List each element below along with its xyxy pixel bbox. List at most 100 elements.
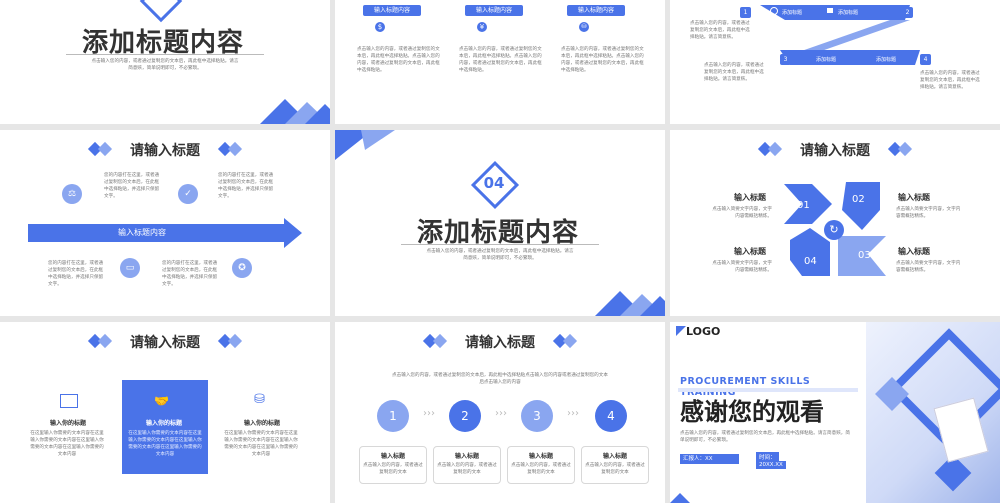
megaphone-icon — [827, 8, 833, 13]
highlight-card — [122, 380, 208, 474]
scale-icon: ⚖ — [62, 184, 82, 204]
slide-thumbnail-5[interactable]: 04 添加标题内容 点击输入您的内容，或者通过复制您的文本后，再此框中选择粘贴。… — [335, 130, 665, 316]
coins-icon: ⛁ — [254, 392, 265, 407]
slide-title: 请输入标题 — [130, 335, 200, 351]
refresh-icon: ↻ — [824, 220, 844, 240]
step-card-3 — [507, 446, 575, 484]
number-badge-diamond — [139, 0, 183, 23]
step-circle-3: 3 — [521, 400, 553, 432]
gear-icon — [770, 7, 778, 15]
chevron-right-icon: ››› — [495, 408, 507, 419]
cycle-num-2: 02 — [852, 194, 865, 205]
title-diamond-left-2 — [767, 141, 783, 157]
tag-1: 添加标题 — [782, 10, 803, 16]
item-text-2: 点击输入您的内容，或者通过复制您的文本后，再此框中选择粘贴。点击输入您的内容，或… — [459, 47, 542, 73]
step-card-1 — [359, 446, 427, 484]
item-text-1: 点击输入简要文字内容，文字内容需概括精炼。 — [712, 207, 772, 219]
slide-title: 请输入标题 — [800, 143, 870, 159]
time-value: 20XX.XX — [756, 461, 786, 469]
step-text-2: 点击输入您的内容，或者通过复制您的文本 — [437, 463, 497, 475]
item-head-3: 输入标题 — [734, 247, 766, 256]
title-pill-1: 输入标题内容 — [363, 5, 421, 16]
slide-thumbnail-8[interactable]: 请输入标题 点击输入您的内容，或者通过复制您的文本后，再此框中选择粘贴点击输入您… — [335, 322, 665, 503]
timeline-label: 输入标题内容 — [118, 228, 166, 237]
time-label: 时间： — [756, 452, 779, 462]
slide-thumbnail-3[interactable]: 添加标题 添加标题 添加标题 添加标题 1 2 3 4 点击输入您的内容，或者通… — [670, 0, 1000, 124]
item-text-1: 点击输入您的内容，或者通过复制您的文本后，再此框中选择粘贴。点击输入您的内容，或… — [357, 47, 440, 73]
yen-icon: ¥ — [477, 22, 487, 32]
col-text-3: 在这里输入你需要的文本内容在这里输入你需要的文本内容在这里输入你需要的文本内容在… — [224, 431, 298, 457]
item-head-4: 输入标题 — [898, 247, 930, 256]
z-shape-graphic — [760, 5, 920, 65]
check-icon: ✓ — [178, 184, 198, 204]
slide-thumbnail-7[interactable]: 请输入标题 🤝 ⛁ 输入你的标题 在这里输入你需要的文本内容在这里输入你需要的文… — [0, 322, 330, 503]
slide-thumbnail-9[interactable]: LOGO PROCUREMENT SKILLS TRAINING 感谢您的观看 … — [670, 322, 1000, 503]
step-head-3: 输入标题 — [528, 453, 553, 460]
step-head-4: 输入标题 — [602, 453, 627, 460]
handshake-icon: 🤝 — [154, 394, 169, 408]
milestone-text-4: 您的内容打在这里，或者通过复制您的文本后，在此框中选择粘贴，并选择只保留文字。 — [162, 261, 218, 287]
cycle-num-1: 01 — [797, 200, 810, 211]
step-text-1: 点击输入您的内容，或者通过复制您的文本后，再此框中选择粘贴。请言简意赅。 — [690, 21, 750, 40]
step-num-1: 1 — [740, 7, 751, 18]
cycle-num-3: 04 — [804, 256, 817, 267]
title-diamond-left-2 — [97, 333, 113, 349]
cycle-num-4: 03 — [858, 250, 871, 261]
slide-thumbnail-1[interactable]: 添加标题内容 点击输入您的内容，或者通过复制您的文本后，再此框中选择粘贴。请言简… — [0, 0, 330, 124]
intro-text: 点击输入您的内容，或者通过复制您的文本后，再此框中选择粘贴点击输入您的内容或者通… — [392, 373, 608, 385]
money-bag-icon: $ — [375, 22, 385, 32]
title-underline — [66, 54, 264, 55]
milestone-text-1: 您的内容打在这里，或者通过复制您的文本后，在此框中选择粘贴，并选择只保留文字。 — [104, 173, 160, 199]
title-underline — [401, 244, 599, 245]
title-pill-3: 输入标题内容 — [567, 5, 625, 16]
step-circle-2: 2 — [449, 400, 481, 432]
title-diamond-right-2 — [227, 333, 243, 349]
slide-description: 点击输入您的内容，或者通过复制您的文本后，再此框中选择粘贴。请言简意赅，简单说明… — [426, 249, 574, 261]
step-text-2: 点击输入您的内容，或者通过复制您的文本后，再此框中选择粘贴。请言简意赅。 — [704, 63, 764, 82]
step-card-4 — [581, 446, 649, 484]
title-diamond-right-2 — [897, 141, 913, 157]
slide-thumbnail-6[interactable]: 请输入标题 01 02 04 03 ↻ 输入标题 点击输入简要文字内容，文字内容… — [670, 130, 1000, 316]
col-head-3: 输入你的标题 — [244, 420, 281, 427]
thanks-title: 感谢您的观看 — [680, 398, 824, 426]
title-diamond-left-2 — [432, 333, 448, 349]
slide-title: 添加标题内容 — [417, 218, 580, 248]
reporter-label: 汇报人：XX — [680, 454, 739, 464]
item-head-1: 输入标题 — [734, 193, 766, 202]
step-num-3: 3 — [780, 54, 791, 65]
coins-icon: ⛁ — [579, 22, 589, 32]
presentation-icon — [60, 394, 78, 408]
step-text-3: 点击输入您的内容，或者通过复制您的文本 — [511, 463, 571, 475]
english-subtitle: PROCUREMENT SKILLS TRAINING — [680, 376, 811, 398]
tag-3: 添加标题 — [816, 57, 837, 63]
slide-thumbnail-4[interactable]: 请输入标题 输入标题内容 ⚖ ✓ ▭ ✪ 您的内容打在这里，或者通过复制您的文本… — [0, 130, 330, 316]
title-highlight — [678, 388, 858, 392]
section-number: 04 — [483, 174, 505, 192]
col-head-2: 输入你的标题 — [146, 420, 183, 427]
step-head-2: 输入标题 — [454, 453, 479, 460]
item-text-3: 点击输入简要文字内容，文字内容需概括精炼。 — [712, 261, 772, 273]
cycle-arrows-graphic — [784, 182, 886, 276]
bottom-corner-triangles — [670, 493, 690, 503]
milestone-text-2: 您的内容打在这里，或者通过复制您的文本后，在此框中选择粘贴，并选择只保留文字。 — [218, 173, 274, 199]
col-text-2: 在这里输入你需要的文本内容在这里输入你需要的文本内容在这里输入你需要的文本内容在… — [128, 431, 202, 457]
logo-mark — [676, 326, 686, 336]
title-pill-2: 输入标题内容 — [465, 5, 523, 16]
slide-title: 请输入标题 — [130, 143, 200, 159]
slide-thumbnail-2[interactable]: 输入标题内容 输入标题内容 输入标题内容 $ ¥ ⛁ 点击输入您的内容，或者通过… — [335, 0, 665, 124]
title-diamond-right-2 — [562, 333, 578, 349]
chevron-right-icon: ››› — [567, 408, 579, 419]
tag-4: 添加标题 — [876, 57, 897, 63]
closing-desc: 点击输入您的内容，或者通过复制您的文本后，再此框中选择粘贴。请言简意赅，简单说明… — [680, 431, 850, 443]
corner-triangles-top — [335, 130, 395, 160]
laptop-icon: ▭ — [120, 258, 140, 278]
tag-2: 添加标题 — [838, 10, 859, 16]
item-text-3: 点击输入您的内容，或者通过复制您的文本后，再此框中选择粘贴。点击输入您的内容，或… — [561, 47, 644, 73]
title-diamond-right-2 — [227, 141, 243, 157]
logo-text: LOGO — [686, 325, 721, 338]
timeline-arrow — [28, 218, 302, 248]
col-head-1: 输入你的标题 — [50, 420, 87, 427]
step-num-4: 4 — [920, 54, 931, 65]
slide-title: 添加标题内容 — [82, 28, 245, 58]
item-text-4: 点击输入简要文字内容，文字内容需概括精炼。 — [896, 261, 961, 273]
